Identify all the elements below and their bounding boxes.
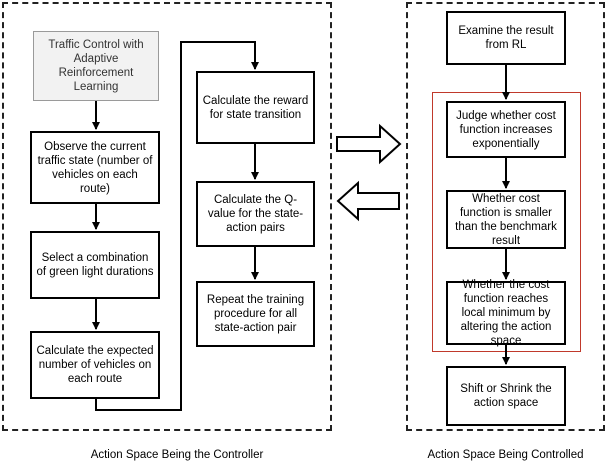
arrow-expected-to-reward <box>95 41 259 411</box>
controlled-region <box>406 2 605 431</box>
step-examine-result: Examine the result from RL <box>446 11 566 65</box>
step-judge-cost-growth: Judge whether cost function increases ex… <box>446 101 566 158</box>
step-observe-state: Observe the current traffic state (numbe… <box>30 131 160 204</box>
caption-controlled: Action Space Being Controlled <box>427 449 584 461</box>
step-calculate-reward: Calculate the reward for state transitio… <box>196 71 315 144</box>
step-shift-shrink: Shift or Shrink the action space <box>446 366 566 426</box>
controller-region <box>2 2 332 431</box>
header-box-adaptive-rl: Traffic Control with Adaptive Reinforcem… <box>33 31 159 101</box>
step-compare-benchmark: Whether cost function is smaller than th… <box>446 190 566 249</box>
caption-controller: Action Space Being the Controller <box>90 449 264 461</box>
step-calculate-q-value: Calculate the Q-value for the state-acti… <box>196 181 315 247</box>
step-select-green-durations: Select a combination of green light dura… <box>30 231 160 299</box>
step-repeat-training: Repeat the training procedure for all st… <box>196 281 315 347</box>
block-arrow-left <box>336 180 400 222</box>
step-local-minimum-check: Whether the cost function reaches local … <box>446 279 566 347</box>
step-calculate-expected-vehicles: Calculate the expected number of vehicle… <box>30 331 160 399</box>
block-arrow-right <box>336 123 402 165</box>
